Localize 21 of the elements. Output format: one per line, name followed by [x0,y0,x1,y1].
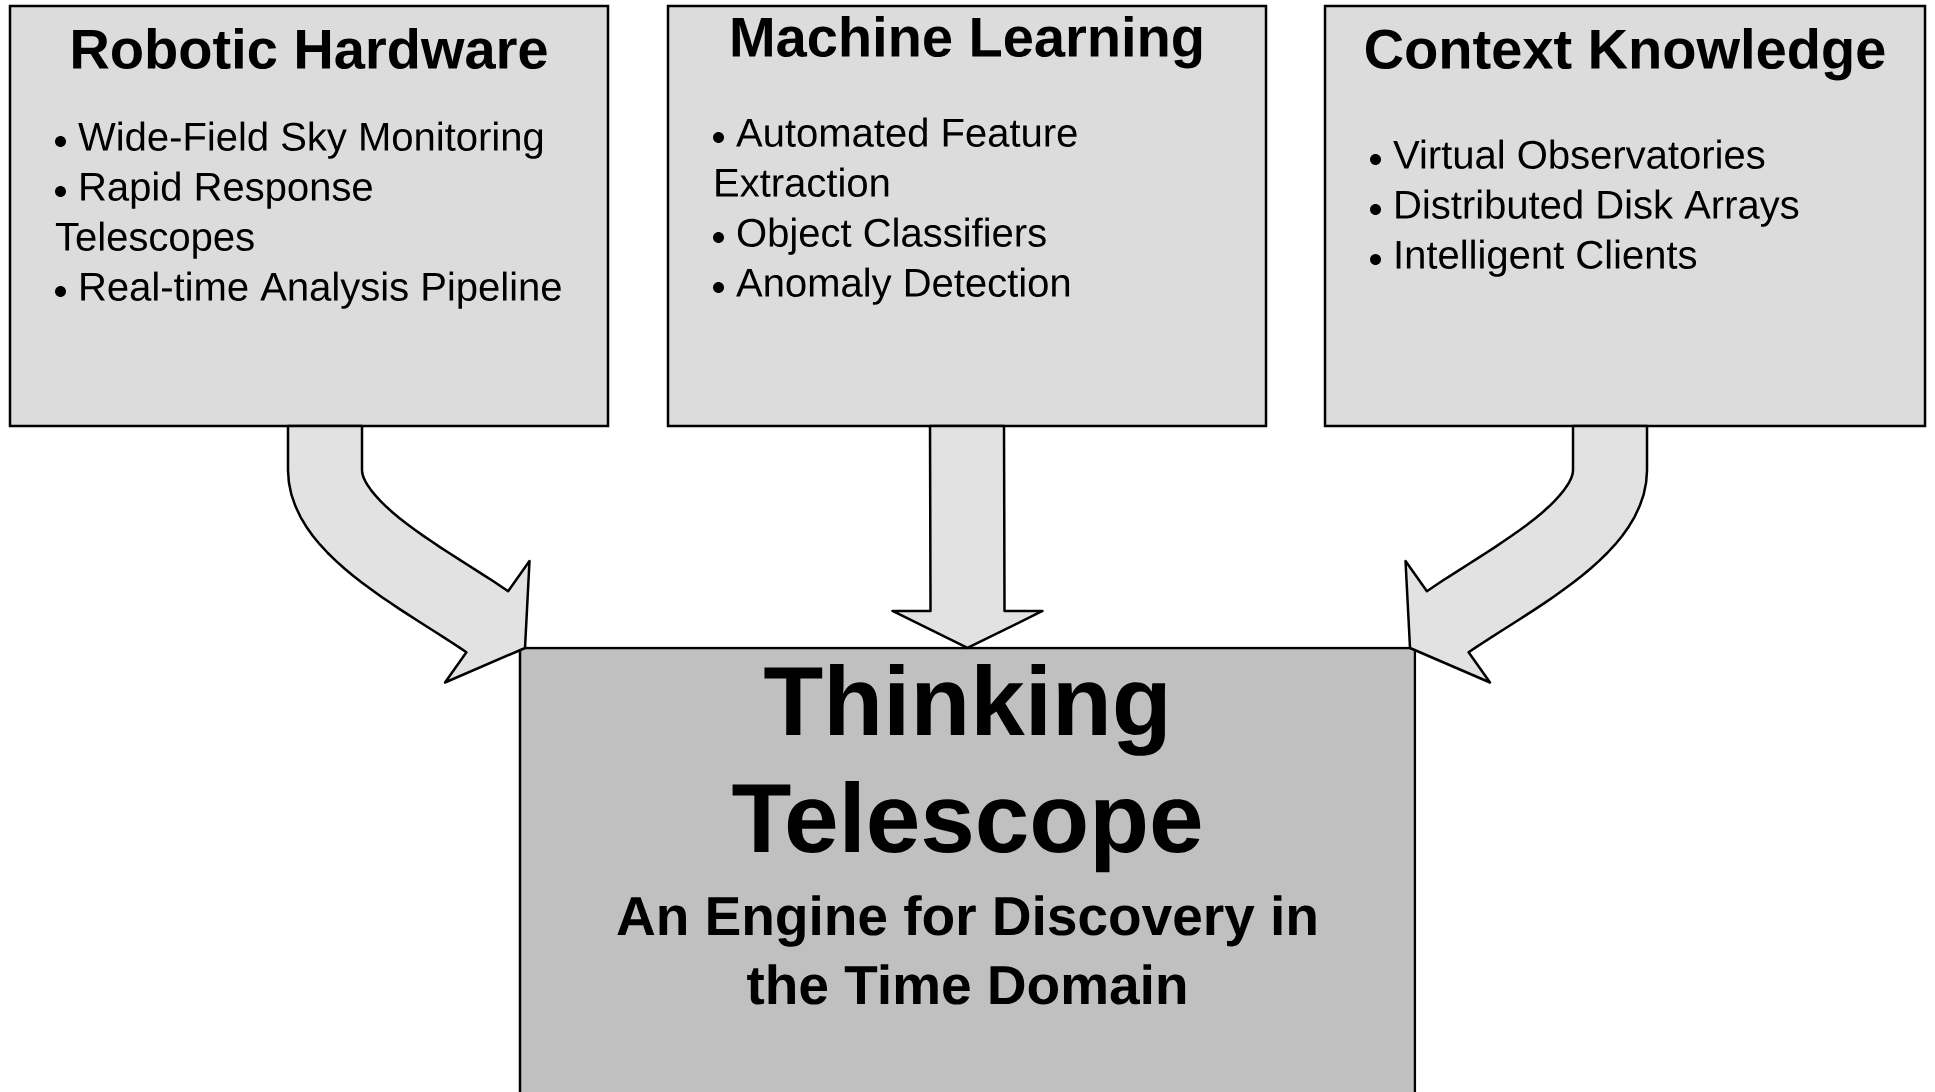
heading: Machine Learning [732,16,1202,69]
bullet-item: Distributed Disk Arrays [1370,189,1799,227]
block-arrow [1404,424,1649,684]
heading: Robotic Hardware [73,28,547,70]
block-arrow [891,424,1044,650]
bullet-item: Virtual Observatories [1370,139,1765,169]
text-box [518,646,1417,1092]
bullet-item: Object Classifiers [713,217,1046,255]
text-box [666,4,1268,428]
text-box [8,4,610,428]
text-box [1323,4,1927,428]
bullet-item: Automated Feature Extraction [713,117,1077,197]
bullet-item: Anomaly Detection [713,267,1070,305]
bullet-item: Wide-Field Sky Monitoring [55,121,543,159]
subtitle: An Engine for Discovery in the Time Domain [617,895,1316,1005]
title: Thinking Telescope [732,664,1201,873]
bullet-item: Real-time Analysis Pipeline [55,271,561,309]
bullet-item: Intelligent Clients [1370,239,1697,277]
heading: Context Knowledge [1365,28,1885,81]
block-arrow [286,424,531,684]
bullet-item: Rapid Response Telescopes [55,171,372,259]
